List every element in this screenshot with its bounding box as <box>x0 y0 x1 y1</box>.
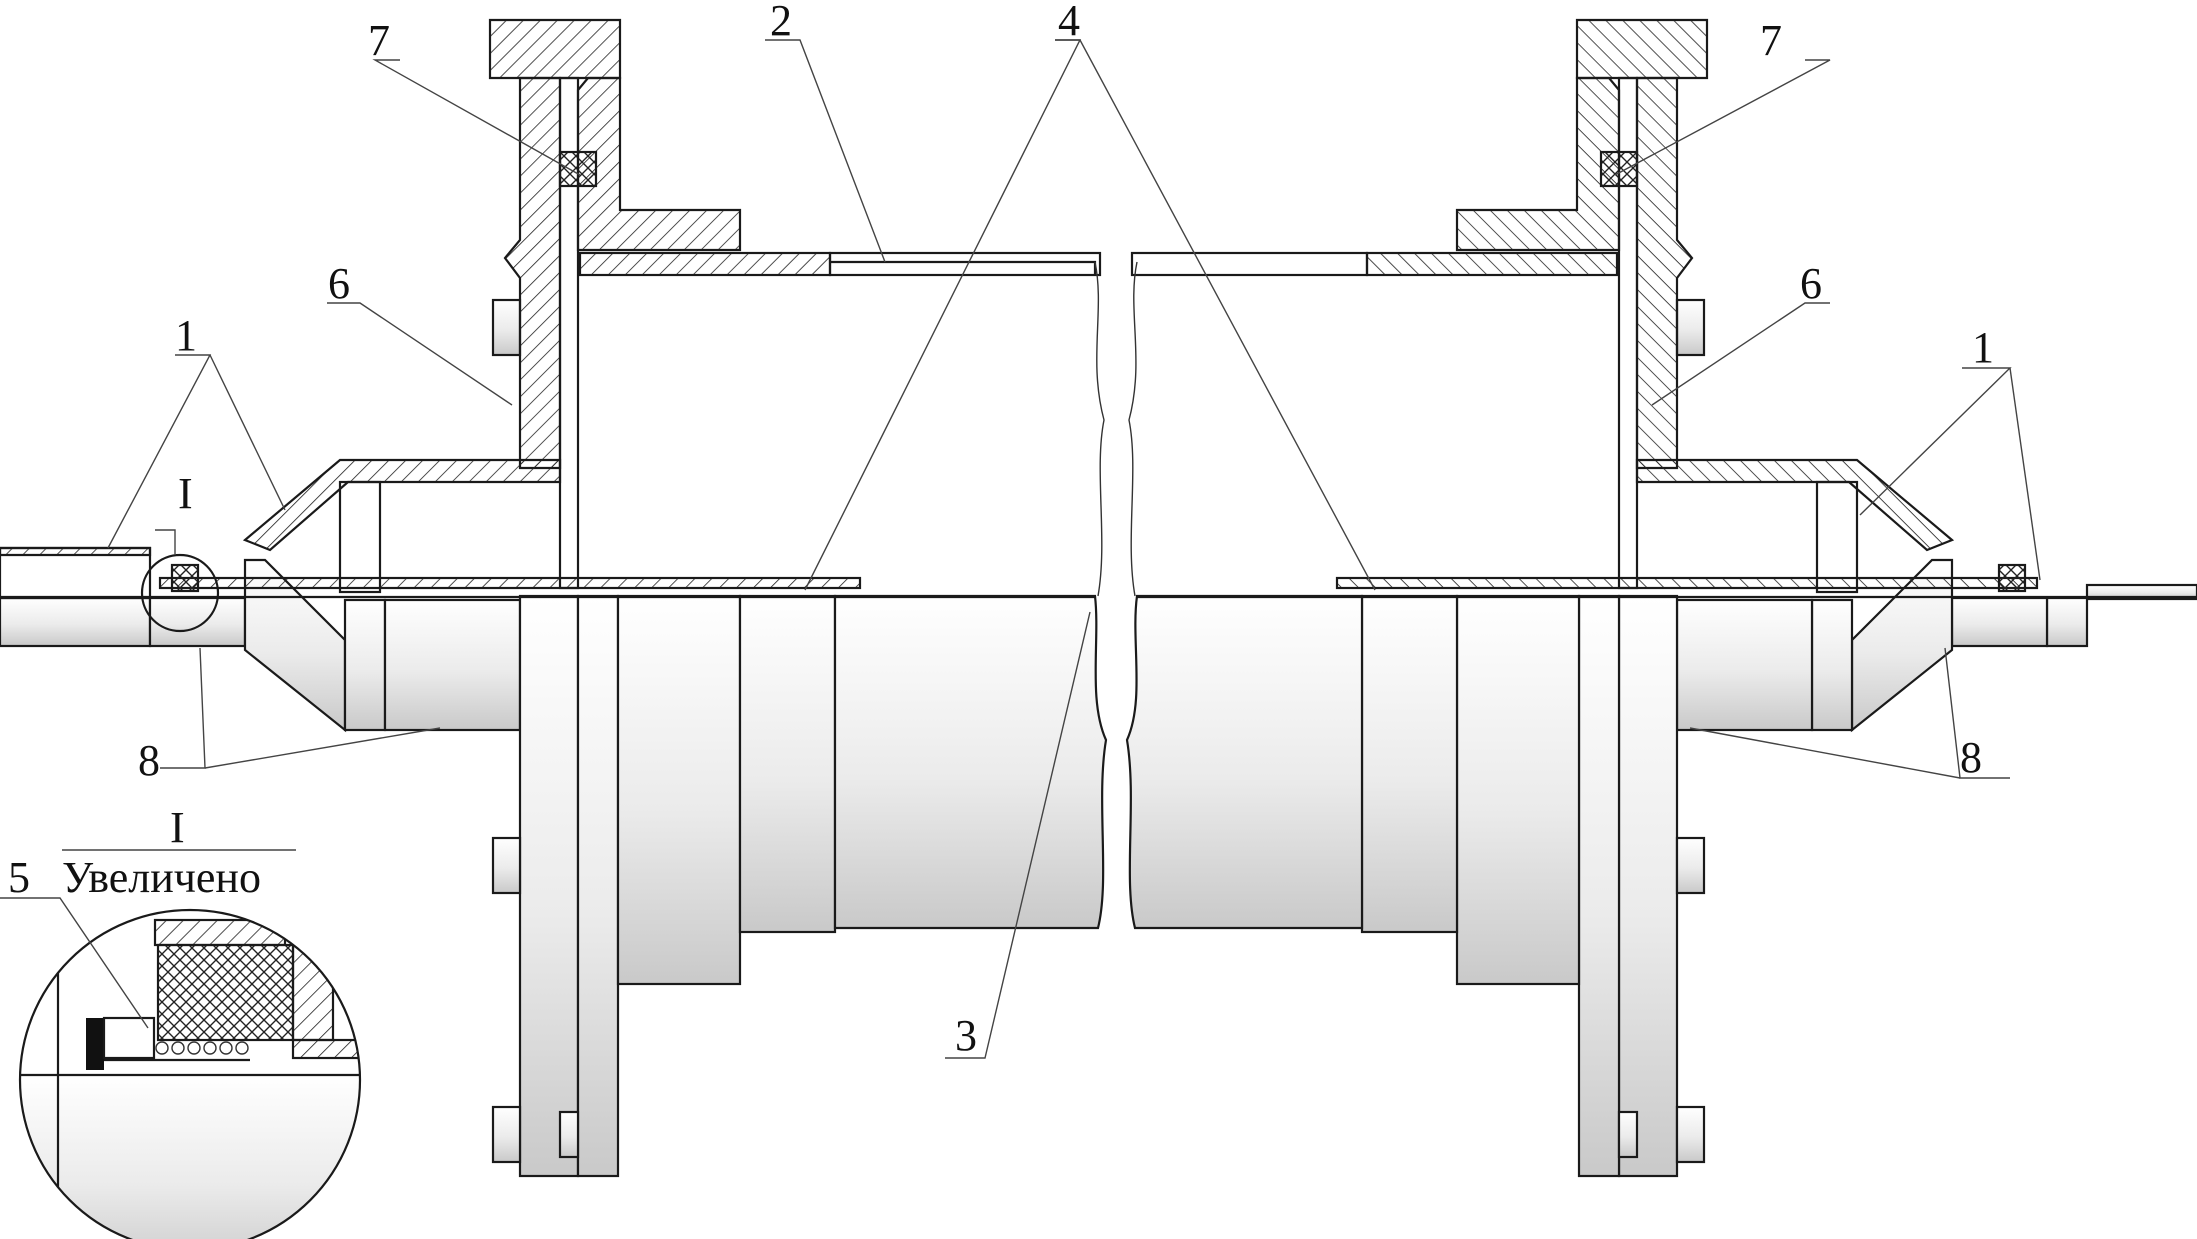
right-tube-wall <box>1365 251 1619 277</box>
left-flange-wall <box>503 76 562 470</box>
detail-title-mark: I <box>170 803 185 852</box>
detail-spring <box>155 1041 249 1055</box>
right-bolt-upper <box>1675 298 1706 357</box>
right-shaft-step <box>1950 596 2049 648</box>
left-ring-a <box>343 598 387 732</box>
right-bolt-low <box>1675 1105 1706 1164</box>
left-cover <box>242 458 562 552</box>
left-flange-collar <box>576 76 742 252</box>
left-step-2 <box>738 594 837 934</box>
right-tube-thin <box>1130 251 1369 277</box>
callout-labels: 7 7 2 4 6 6 1 1 I 8 8 3 5 I Увеличено <box>8 0 1994 1060</box>
detail-stop-ring <box>86 1018 104 1070</box>
right-shaft-tip <box>2085 583 2197 601</box>
left-cover-rib <box>338 480 382 594</box>
detail-view <box>18 908 362 1239</box>
right-shaft-end <box>2045 596 2089 648</box>
left-step-1 <box>616 594 742 986</box>
detail-i-circle <box>140 553 220 633</box>
label-6-left: 6 <box>328 259 350 308</box>
detail-caption: Увеличено <box>62 853 261 902</box>
detail-housing <box>291 943 335 1042</box>
left-sleeve <box>0 546 152 557</box>
right-flange-outer <box>1617 594 1679 1178</box>
left-drum <box>833 594 1108 930</box>
label-6-right: 6 <box>1800 259 1822 308</box>
label-8-right: 8 <box>1960 733 1982 782</box>
left-assembly <box>0 18 1108 1178</box>
detail-cover <box>153 918 287 947</box>
detail-spring-seat <box>102 1016 156 1060</box>
left-break <box>1094 261 1105 597</box>
left-flange-inner <box>576 594 620 1178</box>
left-hub <box>383 598 522 732</box>
left-bolt-mid <box>491 836 522 895</box>
left-nut-low <box>558 1110 580 1159</box>
leader-lines <box>0 39 2041 1059</box>
left-bolt-low <box>491 1105 522 1164</box>
right-step-2 <box>1360 594 1459 934</box>
left-bolt-upper <box>491 298 522 357</box>
right-drum <box>1125 594 1364 930</box>
label-5: 5 <box>8 853 30 902</box>
right-hub <box>1675 598 1814 732</box>
right-nut-low <box>1617 1110 1639 1159</box>
left-shaft-step <box>148 596 247 648</box>
right-assembly <box>1125 18 2197 1178</box>
right-flange-inner <box>1577 594 1621 1178</box>
left-tube-wall <box>578 251 832 277</box>
right-step-1 <box>1455 594 1581 986</box>
detail-packing <box>156 943 295 1042</box>
left-flange-outer <box>518 594 580 1178</box>
right-break <box>1128 261 1138 597</box>
detail-sleeve <box>291 1038 360 1060</box>
detail-frame-circle <box>18 908 362 1239</box>
label-1-left: 1 <box>175 311 197 360</box>
label-8-left: 8 <box>138 736 160 785</box>
label-detail-mark: I <box>178 469 193 518</box>
left-shaft-sleeve <box>158 576 862 590</box>
label-7-left: 7 <box>368 16 390 65</box>
label-3: 3 <box>955 1011 977 1060</box>
label-1-right: 1 <box>1972 323 1994 372</box>
label-2: 2 <box>770 0 792 45</box>
right-flange-wall <box>1635 76 1694 470</box>
left-flange-cap <box>488 18 622 80</box>
label-7-right: 7 <box>1760 16 1782 65</box>
left-tube-thin <box>828 251 1102 277</box>
left-shaft-end <box>0 596 152 648</box>
right-cover <box>1635 458 1955 552</box>
label-4: 4 <box>1058 0 1080 45</box>
right-cover-rib <box>1815 480 1859 594</box>
right-ring-a <box>1810 598 1854 732</box>
right-seal-ring <box>1997 563 2027 593</box>
right-flange-collar <box>1455 76 1621 252</box>
right-shaft-sleeve <box>1335 576 2039 590</box>
left-tube-top <box>830 260 1097 275</box>
right-flange-cap <box>1575 18 1709 80</box>
right-bolt-mid <box>1675 836 1706 895</box>
left-seal-ring <box>170 563 200 593</box>
